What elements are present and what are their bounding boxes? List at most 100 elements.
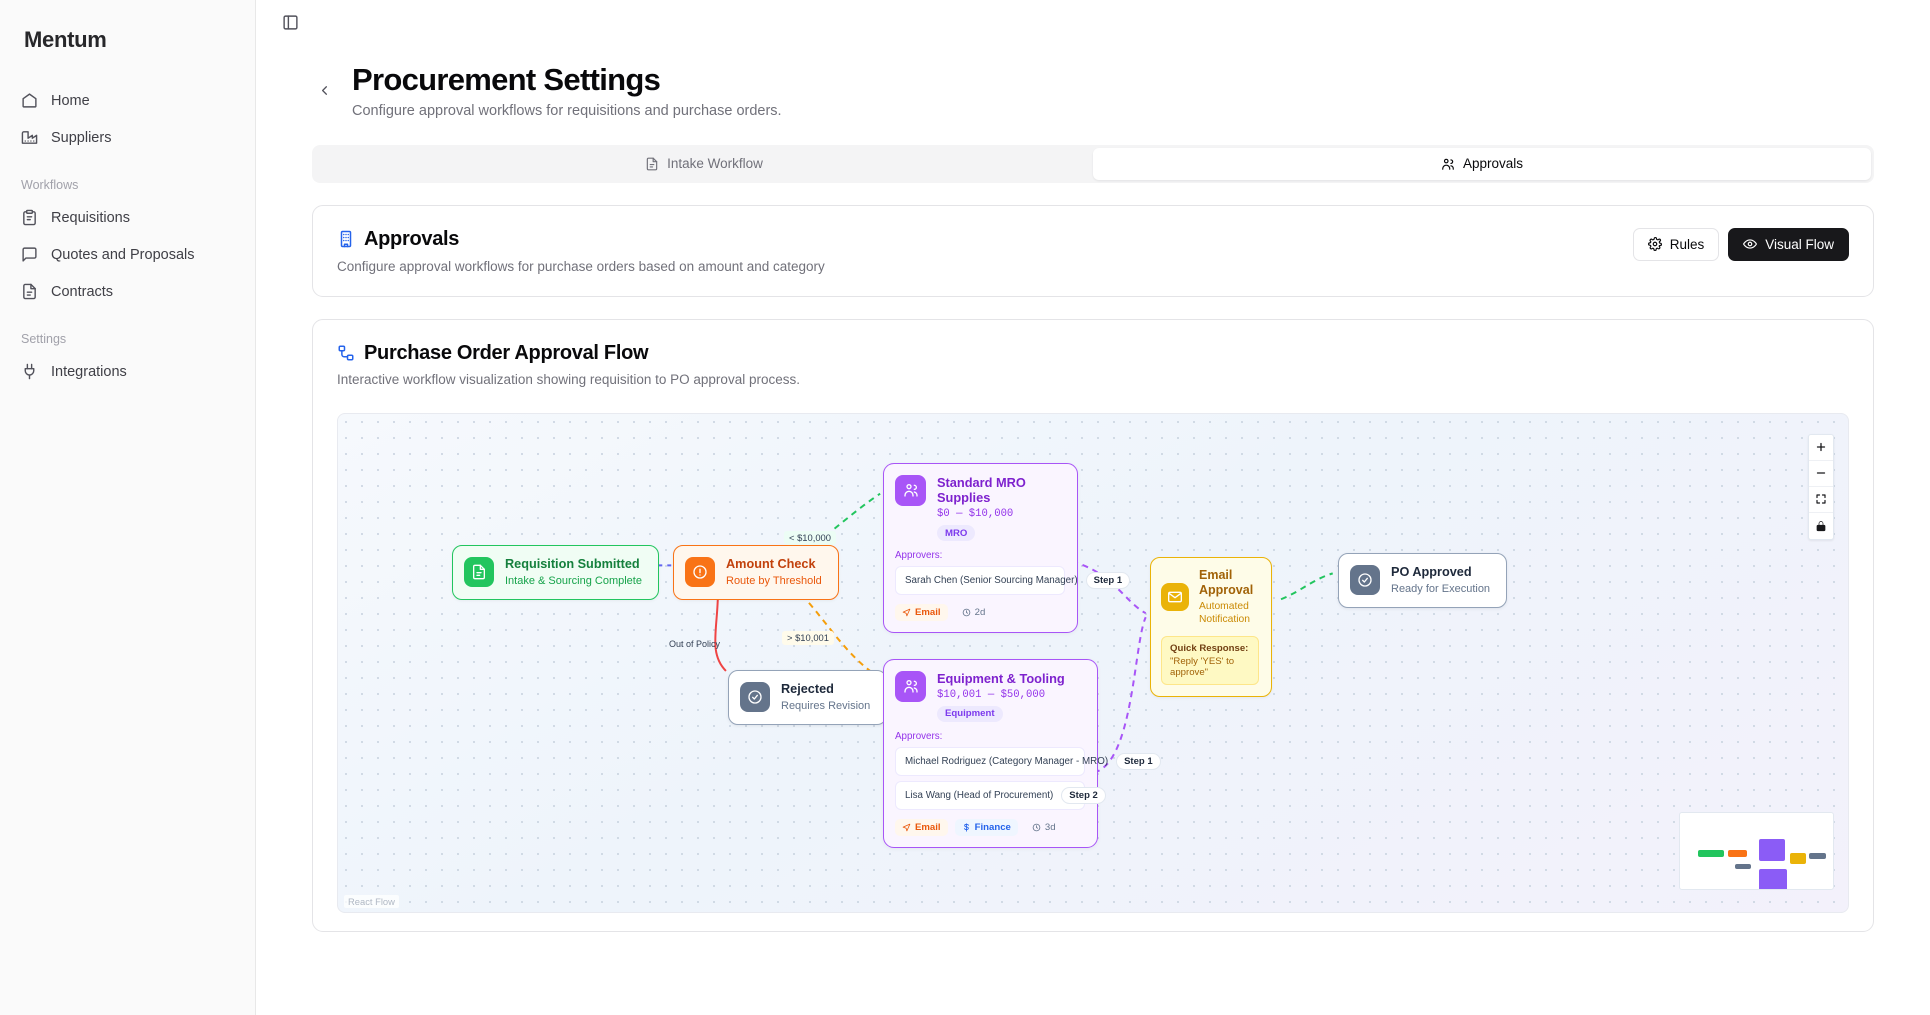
brand: Mentum xyxy=(0,12,255,68)
file-text-icon xyxy=(645,157,659,171)
document-icon xyxy=(464,557,494,588)
approvals-card-title: Approvals xyxy=(364,227,460,250)
zoom-out-button[interactable] xyxy=(1809,461,1833,487)
sidebar-item-label: Quotes and Proposals xyxy=(51,246,195,263)
send-icon xyxy=(902,608,911,617)
tag-label: 3d xyxy=(1044,821,1056,833)
sidebar-item-label: Contracts xyxy=(51,283,114,300)
sidebar-item-integrations[interactable]: Integrations xyxy=(10,353,245,390)
page-container: Procurement Settings Configure approval … xyxy=(256,62,1930,932)
eye-icon xyxy=(1743,237,1758,251)
edge-equipment-to-email xyxy=(1093,616,1147,774)
node-tags: Email 2d xyxy=(895,604,1065,622)
approver-step: Step 1 xyxy=(1116,752,1161,770)
minimap-node xyxy=(1790,852,1806,864)
tag-duration: 2d xyxy=(955,604,993,621)
brand-name: Mentum xyxy=(24,27,107,52)
tab-intake-workflow[interactable]: Intake Workflow xyxy=(315,148,1093,180)
approvals-card: Approvals Configure approval workflows f… xyxy=(312,204,1874,297)
lock-icon[interactable] xyxy=(1809,513,1833,539)
edge-label-under-threshold: < $10,000 xyxy=(784,530,836,545)
sidebar-item-requisitions[interactable]: Requisitions xyxy=(10,199,245,236)
node-tags: Email Finance 3d xyxy=(895,818,1085,836)
node-standard-mro-supplies[interactable]: Standard MRO Supplies $0 — $10,000 MRO A… xyxy=(883,462,1131,634)
approver-step: Step 2 xyxy=(1061,786,1106,804)
gear-icon xyxy=(1647,237,1662,252)
check-circle-icon xyxy=(740,682,770,713)
edge-email-to-po-approved xyxy=(1280,572,1334,600)
send-icon xyxy=(902,823,911,832)
tab-label: Intake Workflow xyxy=(667,156,763,172)
zoom-in-button[interactable] xyxy=(1809,435,1833,461)
users-icon xyxy=(895,474,926,506)
tag-email: Email xyxy=(895,818,948,836)
page-title: Procurement Settings xyxy=(352,62,661,97)
node-po-approved[interactable]: PO Approved Ready for Execution xyxy=(1338,552,1508,609)
page-subtitle: Configure approval workflows for requisi… xyxy=(352,102,782,119)
visual-flow-button[interactable]: Visual Flow xyxy=(1728,227,1849,261)
tab-label: Approvals xyxy=(1462,156,1524,172)
sidebar-nav: Home Suppliers Workflows Requisitions xyxy=(0,68,255,390)
quick-response-text: "Reply 'YES' to approve" xyxy=(1170,655,1235,678)
flow-card-title: Purchase Order Approval Flow xyxy=(364,341,649,364)
sidebar-group-settings: Settings xyxy=(21,332,67,346)
approvers-label: Approvers: xyxy=(895,550,943,562)
flow-canvas[interactable]: < $10,000 > $10,001 Out of Policy xyxy=(337,412,1849,913)
node-subtitle: Requires Revision xyxy=(781,699,871,712)
users-icon xyxy=(895,670,926,702)
sidebar-item-label: Home xyxy=(51,92,90,109)
node-title: Requisition Submitted xyxy=(505,556,640,571)
edge-standard-mro-to-email xyxy=(1071,560,1147,614)
main-content: Procurement Settings Configure approval … xyxy=(256,0,1930,1015)
sidebar-item-label: Suppliers xyxy=(51,129,112,146)
factory-icon xyxy=(21,129,38,146)
fit-view-button[interactable] xyxy=(1809,487,1833,513)
tag-label: Finance xyxy=(974,821,1011,833)
quick-response-label: Quick Response: xyxy=(1170,642,1249,654)
rules-button[interactable]: Rules xyxy=(1632,227,1720,261)
node-rejected[interactable]: Rejected Requires Revision xyxy=(728,669,888,726)
clock-icon xyxy=(962,608,971,617)
page-header: Procurement Settings Configure approval … xyxy=(312,62,1874,119)
tab-approvals[interactable]: Approvals xyxy=(1093,147,1871,180)
node-title: Equipment & Tooling xyxy=(937,670,1065,686)
topbar xyxy=(256,0,1930,44)
approvers-label: Approvers: xyxy=(895,730,943,742)
node-email-approval[interactable]: Email Approval Automated Notification Qu… xyxy=(1150,556,1272,697)
sidebar-item-home[interactable]: Home xyxy=(10,82,245,119)
approvals-card-actions: Rules Visual Flow xyxy=(1632,227,1849,261)
sidebar-item-contracts[interactable]: Contracts xyxy=(10,273,245,310)
node-subtitle: Intake & Sourcing Complete xyxy=(505,574,642,587)
flow-controls xyxy=(1808,433,1834,540)
node-subtitle: Ready for Execution xyxy=(1391,582,1491,595)
node-equipment-tooling[interactable]: Equipment & Tooling $10,001 — $50,000 Eq… xyxy=(883,658,1161,848)
clipboard-icon xyxy=(21,209,38,226)
node-amount-check[interactable]: Amount Check Route by Threshold xyxy=(673,544,839,601)
approver-row: Michael Rodriguez (Category Manager - MR… xyxy=(895,746,1161,776)
check-circle-icon xyxy=(1350,565,1380,596)
home-icon xyxy=(21,92,38,109)
node-requisition-submitted[interactable]: Requisition Submitted Intake & Sourcing … xyxy=(452,544,659,601)
clock-icon xyxy=(1032,823,1041,832)
panel-left-icon[interactable] xyxy=(276,8,304,36)
node-title: Rejected xyxy=(781,681,834,696)
approver-name: Michael Rodriguez (Category Manager - MR… xyxy=(905,755,1109,767)
sidebar: Mentum Home Suppliers Workflows Re xyxy=(0,0,256,1015)
minimap-node xyxy=(1698,849,1724,857)
node-title: PO Approved xyxy=(1391,564,1472,579)
edge-amount-check-to-rejected xyxy=(714,590,727,672)
sidebar-item-quotes-and-proposals[interactable]: Quotes and Proposals xyxy=(10,236,245,273)
chevron-left-icon[interactable] xyxy=(312,75,336,105)
file-icon xyxy=(21,283,38,300)
tag-duration: 3d xyxy=(1025,819,1063,836)
react-flow-attribution[interactable]: React Flow xyxy=(344,894,399,908)
sidebar-item-label: Requisitions xyxy=(51,209,130,226)
edge-label-out-of-policy: Out of Policy xyxy=(669,639,721,650)
tag-finance: Finance xyxy=(954,818,1018,836)
node-category-badge: Equipment xyxy=(937,705,1003,722)
node-amount-range: $10,001 — $50,000 xyxy=(937,688,1046,701)
flow-minimap[interactable] xyxy=(1679,811,1834,890)
plug-icon xyxy=(21,363,38,380)
sidebar-item-suppliers[interactable]: Suppliers xyxy=(10,119,245,156)
approvals-card-subtitle: Configure approval workflows for purchas… xyxy=(337,258,825,274)
